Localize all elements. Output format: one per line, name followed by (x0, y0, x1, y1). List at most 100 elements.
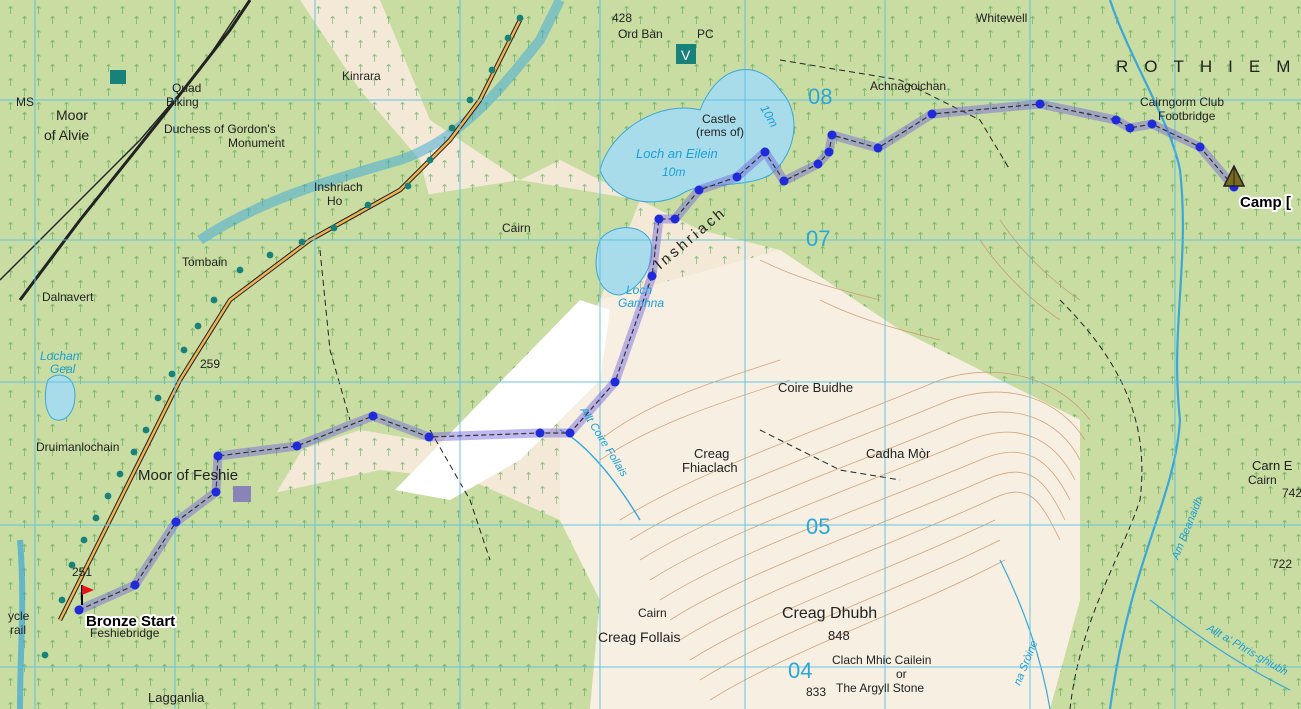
stream-sroine (999, 559, 1051, 709)
route-waypoint[interactable] (368, 411, 378, 421)
label-lochan-geal: Lochan (40, 349, 80, 363)
cycle-route-dot (58, 596, 66, 604)
label-dalnavert: Dalnavert (42, 290, 94, 304)
label-inshriach-ho-2: Ho (327, 194, 343, 208)
route-waypoint[interactable] (74, 605, 84, 615)
track-3 (1059, 299, 1143, 709)
grid-label-05: 05 (806, 514, 830, 539)
cycle-route-dot (41, 651, 49, 659)
track-4 (429, 429, 491, 561)
river-spey-wide (197, 0, 565, 245)
grid-label-04: 04 (788, 658, 812, 683)
cycle-route-dot (504, 34, 512, 42)
route-waypoint[interactable] (1147, 119, 1157, 129)
route-waypoint[interactable] (654, 214, 664, 224)
visitor-centre-icon[interactable] (676, 44, 696, 64)
label-monument: Monument (228, 136, 285, 150)
stream-phris (1149, 599, 1291, 691)
label-achnagoichan: Achnagoichan (870, 79, 946, 93)
route-start-label[interactable]: Bronze Start (84, 611, 177, 632)
route-waypoint[interactable] (927, 109, 937, 119)
label-argyll-stone: The Argyll Stone (836, 681, 924, 695)
route-waypoints[interactable] (74, 99, 1239, 615)
route-waypoint[interactable] (171, 517, 181, 527)
label-whitewell: Whitewell (976, 11, 1027, 25)
label-ord-ban: Ord Bàn (618, 27, 663, 41)
route-waypoint[interactable] (760, 147, 770, 157)
label-742: 742 (1282, 486, 1301, 500)
label-druimanlochain: Druimanlochain (36, 440, 119, 454)
cycle-route-dot (104, 492, 112, 500)
label-428: 428 (612, 11, 632, 25)
lochan-geal (44, 374, 76, 421)
route-waypoint[interactable] (213, 451, 223, 461)
cycle-route-dot (298, 238, 306, 246)
river-feshie (17, 539, 26, 709)
cycle-route-dot (488, 66, 496, 74)
cycle-route-dot (130, 448, 138, 456)
grid-label-07: 07 (806, 226, 830, 251)
route-waypoint[interactable] (1111, 115, 1121, 125)
route-waypoint[interactable] (824, 147, 834, 157)
tent-icon[interactable] (1222, 164, 1246, 187)
label-creag-dhubh: Creag Dhubh (782, 605, 877, 622)
route-waypoint[interactable] (873, 143, 883, 153)
route-end-label[interactable]: Camp [ (1238, 192, 1293, 213)
route-waypoint[interactable] (610, 377, 620, 387)
route-waypoint[interactable] (535, 428, 545, 438)
label-feshiebridge: Feshiebridge (90, 626, 160, 640)
contour-lines (599, 219, 1091, 701)
cycle-route-dot (266, 251, 274, 259)
route-waypoint[interactable] (813, 159, 823, 169)
label-inshriach-ho: Inshriach (314, 180, 363, 194)
river-am-beanaidh (1108, 0, 1184, 709)
label-loch-gamhna-2: Gamhna (618, 296, 664, 310)
route-waypoint[interactable] (779, 176, 789, 186)
roads (0, 0, 1143, 709)
label-loch-gamhna: Loch (626, 283, 652, 297)
open-hill (560, 250, 1080, 709)
label-cairn-follais: Cairn (638, 606, 667, 620)
label-ms: MS (16, 95, 34, 109)
route-waypoint[interactable] (565, 428, 575, 438)
route-waypoint[interactable] (1035, 99, 1045, 109)
route-waypoint[interactable] (424, 432, 434, 442)
clearing (395, 300, 610, 500)
label-cairn-north: Cairn (502, 221, 531, 235)
cycle-route-dot (364, 201, 372, 209)
label-creag-follais: Creag Follais (598, 629, 680, 645)
track-2 (779, 59, 1011, 171)
label-kinrara: Kinrara (342, 69, 381, 83)
planned-route (74, 99, 1239, 615)
route-waypoint[interactable] (211, 487, 221, 497)
route-waypoint[interactable] (694, 185, 704, 195)
label-trail: rail (10, 623, 26, 637)
route-waypoint[interactable] (827, 130, 837, 140)
route-waypoint[interactable] (1195, 142, 1205, 152)
minor-road-fill (58, 19, 522, 621)
label-carn-e: Carn E (1252, 458, 1293, 473)
route-waypoint[interactable] (670, 214, 680, 224)
cycle-route-dot (330, 224, 338, 232)
cycle-route-dot (466, 96, 474, 104)
route-waypoint[interactable] (292, 441, 302, 451)
flag-icon[interactable] (81, 585, 94, 605)
label-rothiem: ROTHIEM (1116, 57, 1301, 76)
label-cycle: ycle (8, 609, 30, 623)
cycle-route-dot (80, 536, 88, 544)
cycle-route-dot (68, 561, 76, 569)
label-lochan-geal-2: Geal (50, 362, 76, 376)
route-waypoint[interactable] (732, 172, 742, 182)
route-waypoint[interactable] (130, 580, 140, 590)
cycle-route-dot (180, 346, 188, 354)
cycle-route-dot (426, 156, 434, 164)
route-waypoint[interactable] (647, 271, 657, 281)
cycle-route-dot (168, 370, 176, 378)
visitor-centre-glyph: V (681, 47, 691, 63)
cycle-route-dot (448, 124, 456, 132)
route-waypoint[interactable] (1125, 123, 1135, 133)
cycle-route-dots (41, 14, 524, 659)
label-clach-mhic: Clach Mhic Cailein (832, 653, 931, 667)
